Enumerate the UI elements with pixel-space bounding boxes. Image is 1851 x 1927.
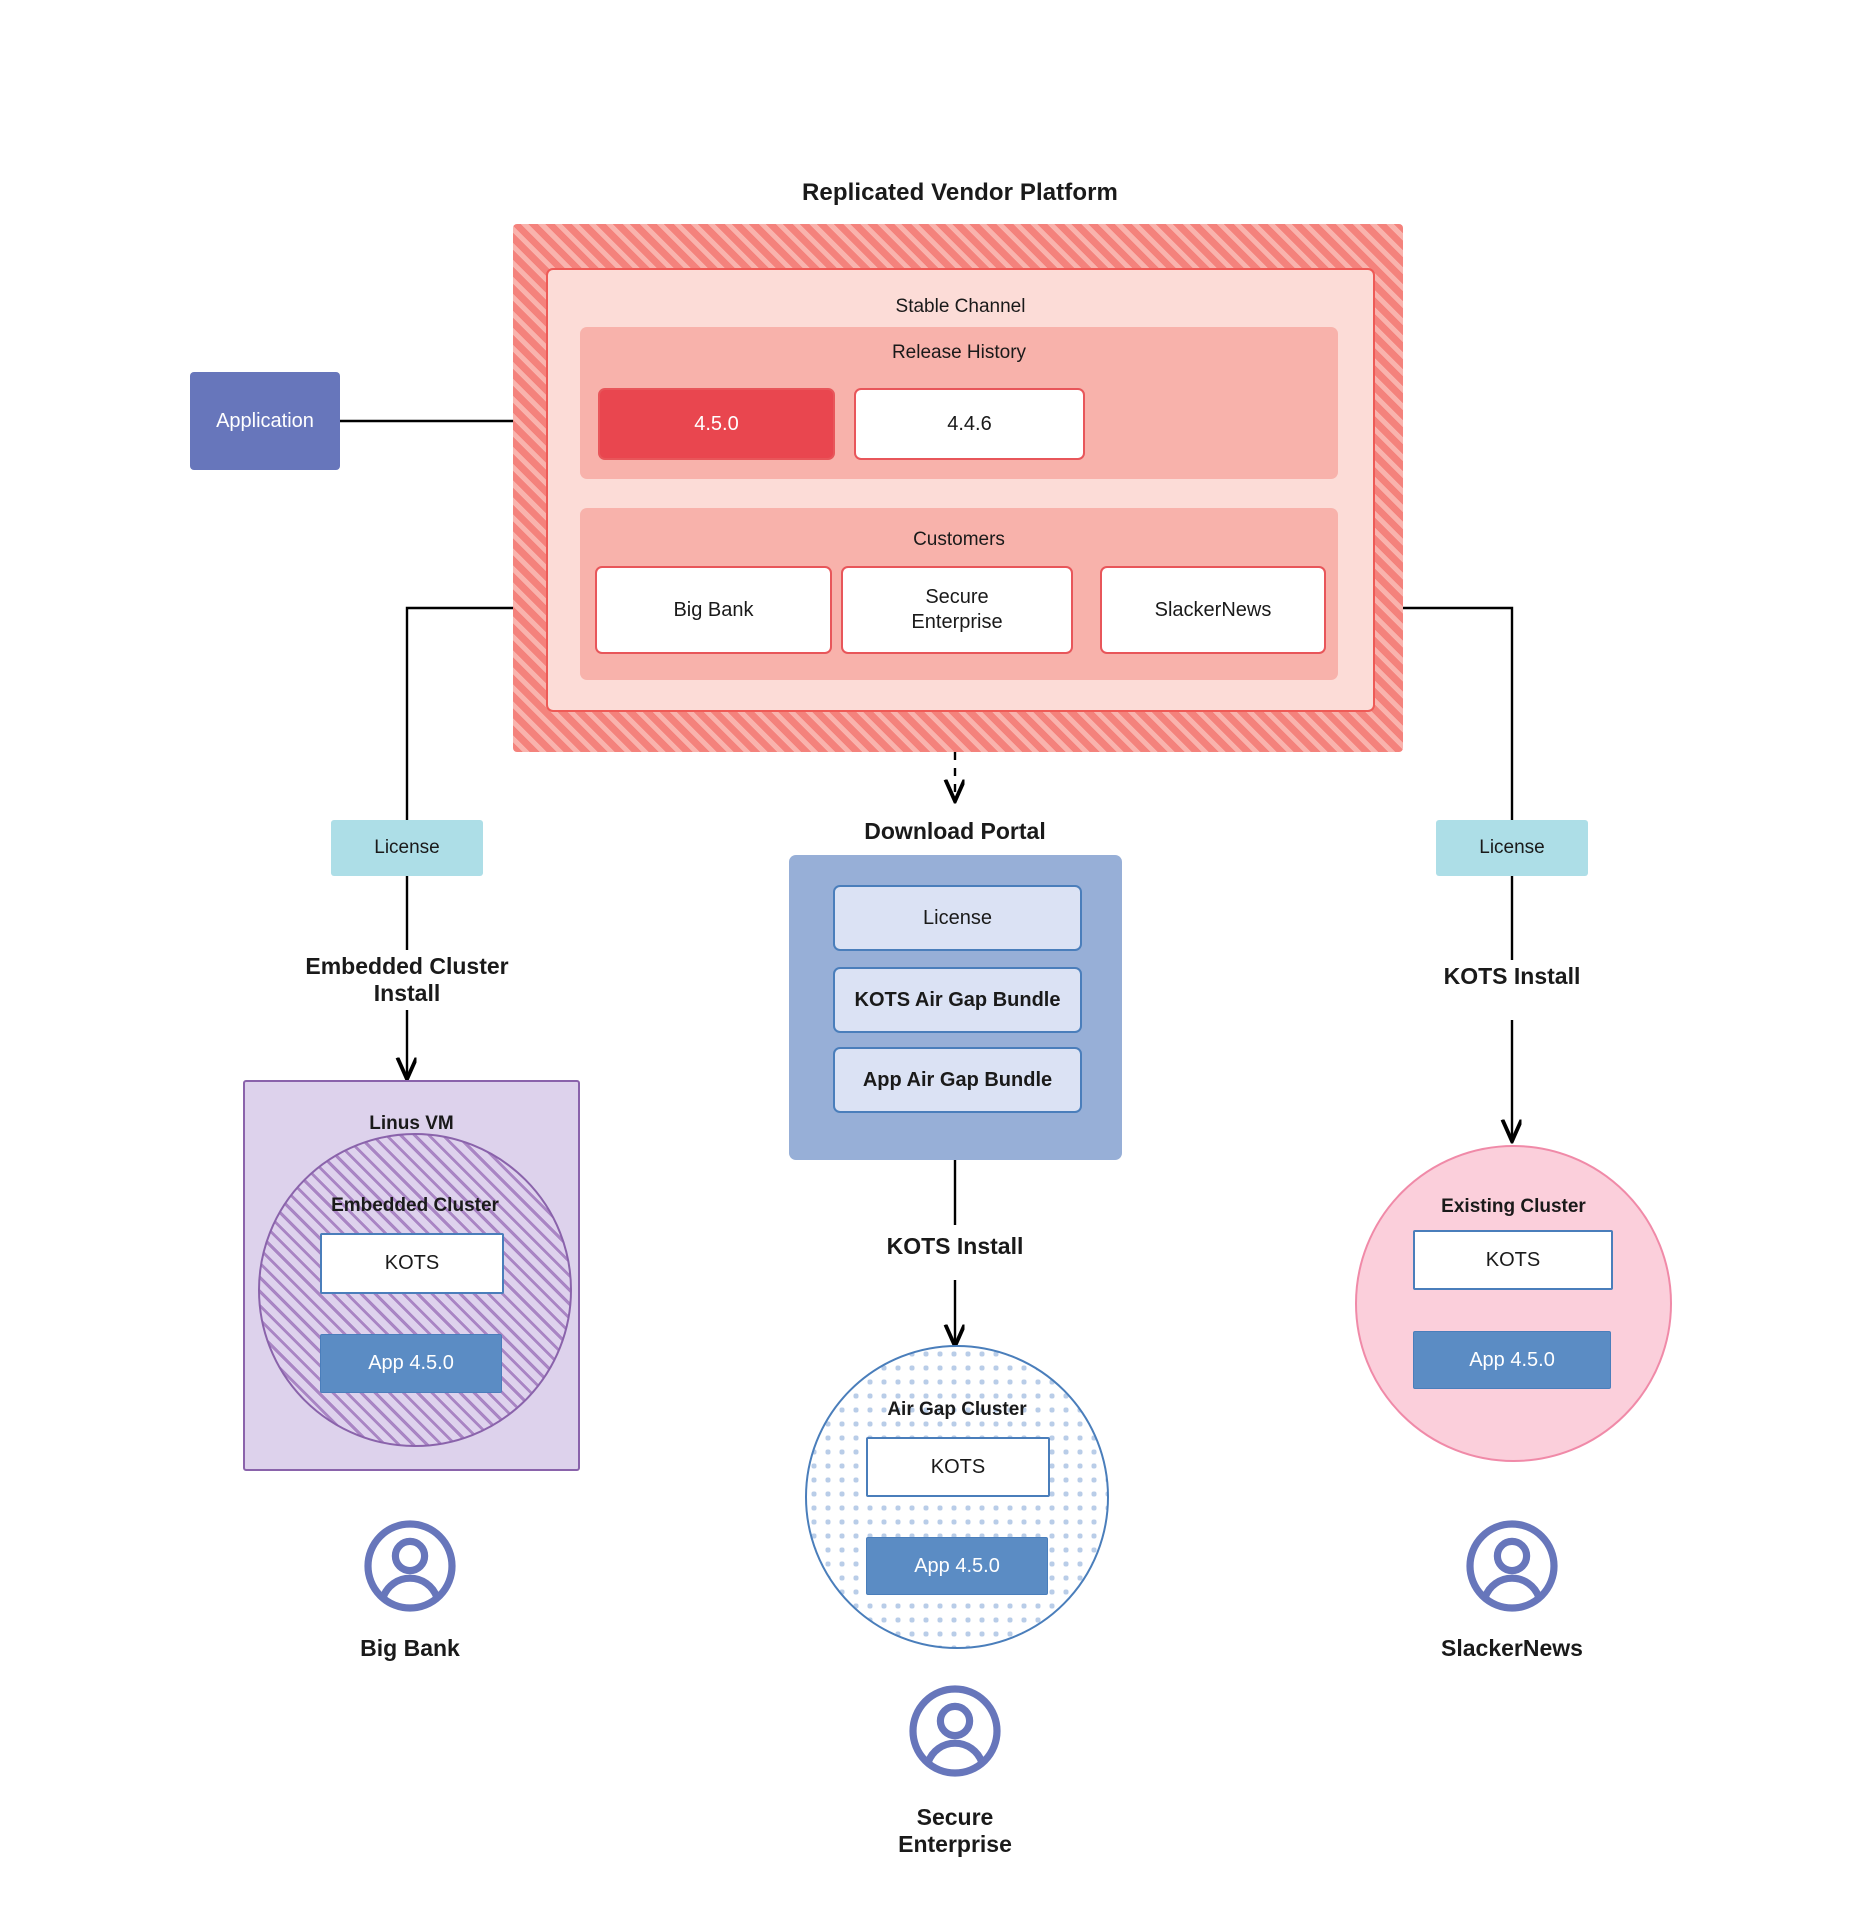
customer-card-big-bank[interactable]: Big Bank bbox=[595, 566, 832, 654]
release-version-label: 4.5.0 bbox=[694, 412, 739, 435]
release-card-previous[interactable]: 4.4.6 bbox=[854, 388, 1085, 460]
avatar-secure-enterprise bbox=[907, 1683, 1003, 1779]
stable-channel-title: Stable Channel bbox=[895, 296, 1026, 317]
application-box[interactable]: Application bbox=[190, 372, 340, 470]
customer-card-secure-enterprise[interactable]: Secure Enterprise bbox=[841, 566, 1073, 654]
customer-name-label: Big Bank bbox=[673, 598, 754, 621]
portal-item-license[interactable]: License bbox=[833, 885, 1082, 951]
license-label: License bbox=[374, 837, 440, 858]
customer-name-label: SlackerNews bbox=[1154, 598, 1272, 621]
app-version-label: App 4.5.0 bbox=[914, 1554, 1000, 1577]
embedded-cluster-title: Embedded Cluster bbox=[331, 1195, 499, 1216]
customer-card-slackernews[interactable]: SlackerNews bbox=[1100, 566, 1326, 654]
customer-label-big-bank: Big Bank bbox=[360, 1635, 460, 1662]
license-label: License bbox=[1479, 837, 1545, 858]
app-box-left[interactable]: App 4.5.0 bbox=[320, 1334, 502, 1393]
app-box-right[interactable]: App 4.5.0 bbox=[1413, 1331, 1611, 1389]
kots-box-center[interactable]: KOTS bbox=[866, 1437, 1050, 1497]
customers-title: Customers bbox=[913, 529, 1005, 550]
app-version-label: App 4.5.0 bbox=[1469, 1348, 1555, 1371]
avatar-slackernews bbox=[1464, 1518, 1560, 1614]
avatar-big-bank bbox=[362, 1518, 458, 1614]
download-portal-title: Download Portal bbox=[864, 818, 1046, 845]
customer-label-secure-enterprise: Secure Enterprise bbox=[898, 1803, 1012, 1857]
customer-label-slackernews: SlackerNews bbox=[1441, 1635, 1583, 1662]
existing-cluster-title: Existing Cluster bbox=[1441, 1196, 1586, 1217]
linux-vm-title: Linus VM bbox=[369, 1113, 454, 1134]
application-label: Application bbox=[216, 409, 314, 432]
kots-label: KOTS bbox=[384, 1252, 440, 1274]
app-box-center[interactable]: App 4.5.0 bbox=[866, 1537, 1048, 1595]
kots-install-label-center: KOTS Install bbox=[886, 1233, 1024, 1260]
air-gap-cluster-title: Air Gap Cluster bbox=[887, 1399, 1027, 1420]
embedded-cluster-install-label: Embedded Cluster Install bbox=[305, 952, 509, 1006]
app-version-label: App 4.5.0 bbox=[368, 1352, 454, 1374]
release-version-label: 4.4.6 bbox=[947, 412, 992, 435]
kots-box-right[interactable]: KOTS bbox=[1413, 1230, 1613, 1290]
user-avatar-icon bbox=[909, 1685, 1001, 1777]
page-title: Replicated Vendor Platform bbox=[801, 179, 1118, 206]
portal-item-label: KOTS Air Gap Bundle bbox=[854, 988, 1061, 1011]
license-chip-left[interactable]: License bbox=[331, 820, 483, 876]
user-avatar-icon bbox=[1466, 1520, 1558, 1612]
existing-cluster-circle: Existing Cluster bbox=[1355, 1145, 1672, 1462]
portal-item-label: License bbox=[923, 906, 992, 929]
release-card-current[interactable]: 4.5.0 bbox=[598, 388, 835, 460]
license-chip-right[interactable]: License bbox=[1436, 820, 1588, 876]
kots-install-label-right: KOTS Install bbox=[1443, 963, 1581, 990]
portal-item-kots-air-gap-bundle[interactable]: KOTS Air Gap Bundle bbox=[833, 967, 1082, 1033]
user-avatar-icon bbox=[364, 1520, 456, 1612]
portal-item-label: App Air Gap Bundle bbox=[862, 1068, 1053, 1091]
kots-box-left[interactable]: KOTS bbox=[320, 1233, 504, 1294]
customer-name-label: Secure Enterprise bbox=[911, 586, 1003, 633]
release-history-title: Release History bbox=[891, 342, 1027, 363]
air-gap-cluster-circle: Air Gap Cluster bbox=[805, 1345, 1109, 1649]
portal-item-app-air-gap-bundle[interactable]: App Air Gap Bundle bbox=[833, 1047, 1082, 1113]
kots-label: KOTS bbox=[1485, 1248, 1541, 1271]
kots-label: KOTS bbox=[930, 1455, 986, 1478]
